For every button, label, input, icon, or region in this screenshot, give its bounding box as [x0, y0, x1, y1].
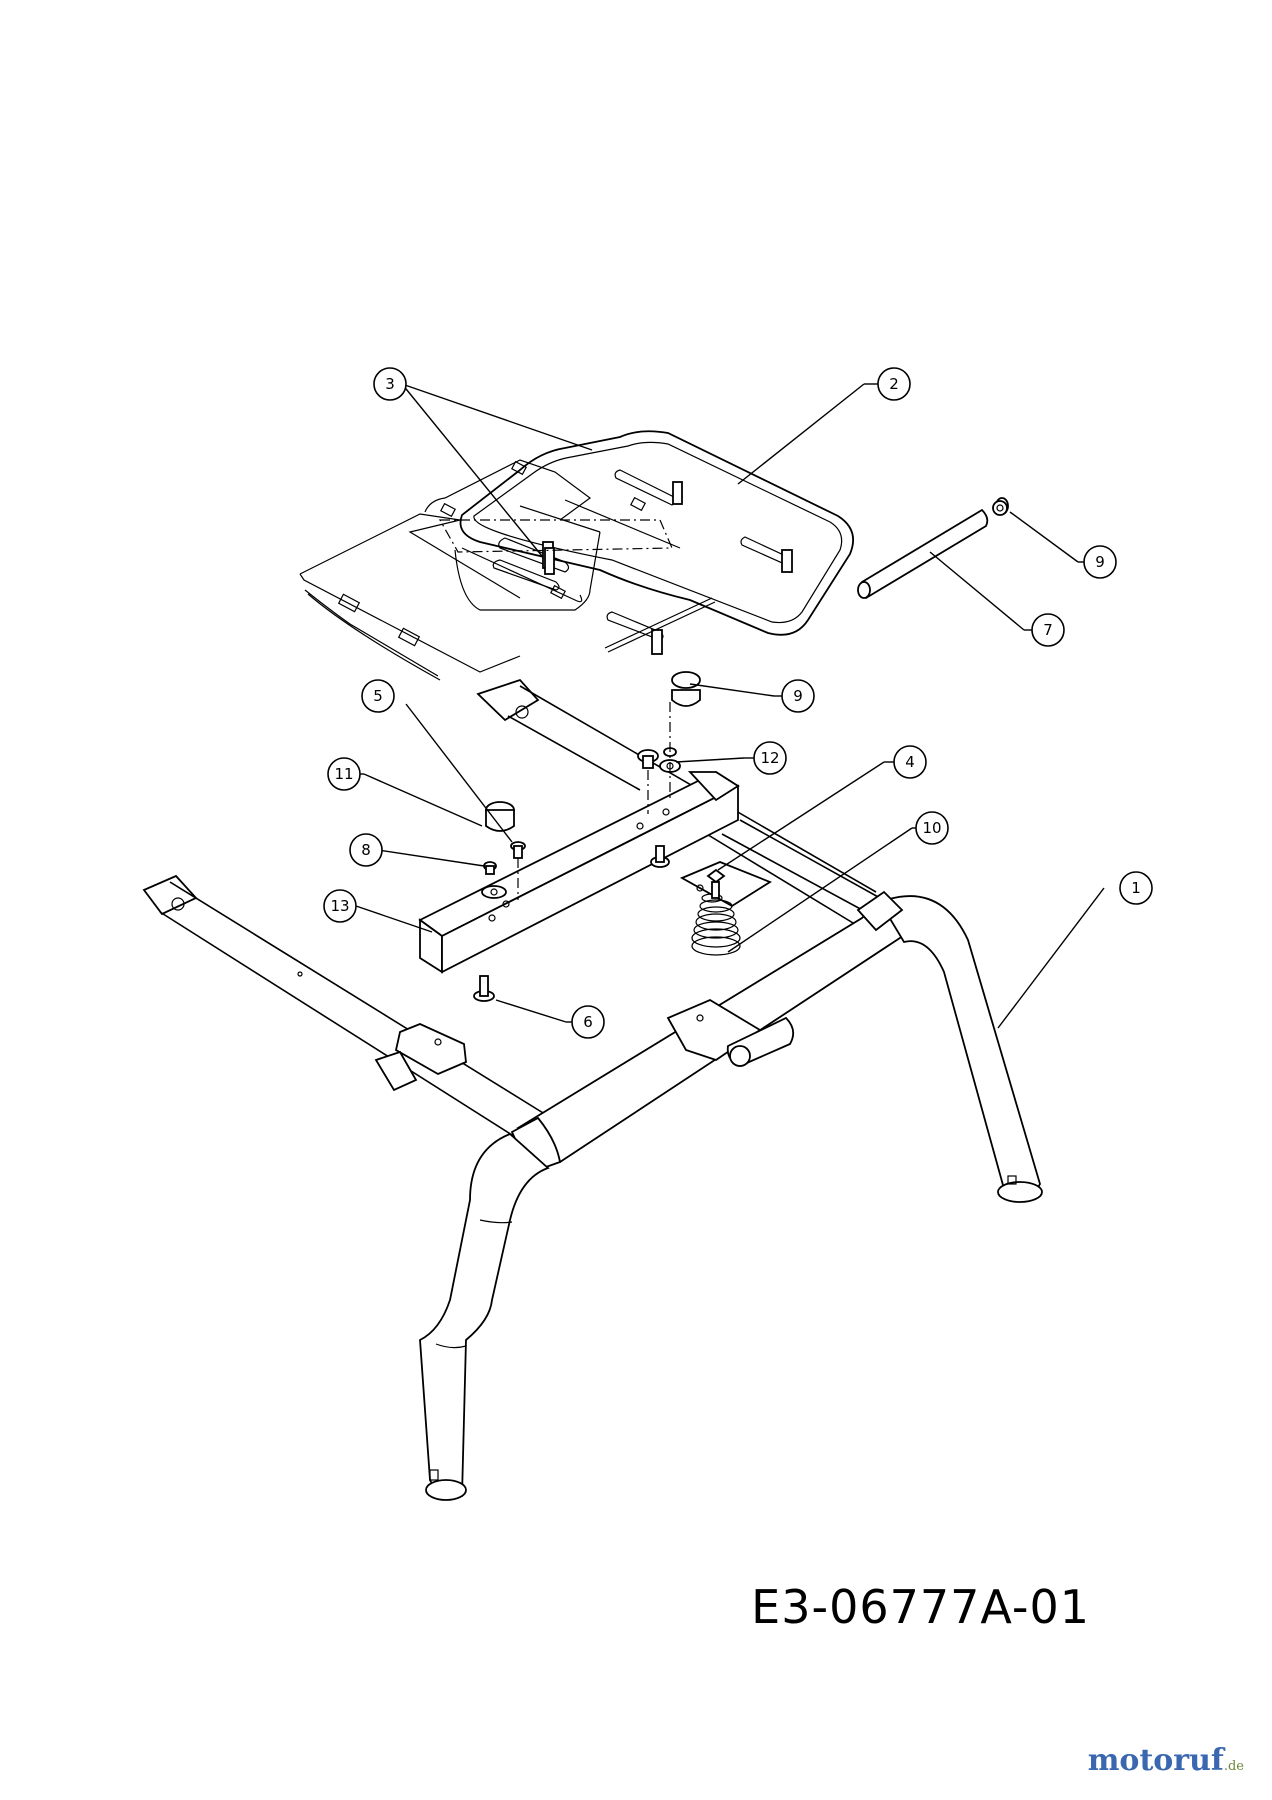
callout-3: 3 — [373, 367, 407, 401]
callout-4: 4 — [884, 745, 927, 779]
cross-channel — [418, 770, 740, 974]
callout-6: 6 — [566, 1005, 605, 1039]
callout-9-top-label: 9 — [1095, 553, 1105, 571]
callout-6-label: 6 — [583, 1013, 593, 1031]
leader-lines — [355, 383, 1105, 1029]
callout-11: 11 — [327, 757, 364, 791]
hardware — [473, 500, 1008, 1002]
callout-11-label: 11 — [334, 765, 353, 783]
callout-1-label: 1 — [1131, 879, 1141, 897]
callout-9-top: 9 — [1078, 545, 1117, 579]
seat-cushion-outline — [299, 459, 681, 681]
watermark-suffix: .de — [1223, 1759, 1244, 1774]
callout-12-label: 12 — [760, 749, 779, 767]
spring — [691, 893, 741, 956]
callout-12: 12 — [744, 741, 787, 775]
callout-3-label: 3 — [385, 375, 395, 393]
bumper — [671, 671, 701, 707]
callout-2: 2 — [864, 367, 911, 401]
callout-10: 10 — [912, 811, 949, 845]
callout-13: 13 — [323, 889, 357, 923]
watermark-main: motoruf — [1087, 1743, 1224, 1778]
watermark-logo: motoruf.de — [1088, 1743, 1244, 1778]
callout-5: 5 — [361, 679, 395, 713]
callout-5-label: 5 — [373, 687, 383, 705]
callout-8: 8 — [349, 833, 383, 867]
pivot-rod — [857, 497, 1009, 600]
callout-7: 7 — [1024, 613, 1065, 647]
callout-9-bottom: 9 — [774, 679, 815, 713]
main-frame — [142, 819, 1043, 1501]
callout-7-label: 7 — [1043, 621, 1053, 639]
callout-10-label: 10 — [922, 819, 941, 837]
callout-9-bottom-label: 9 — [793, 687, 803, 705]
callout-4-label: 4 — [905, 753, 915, 771]
callout-2-label: 2 — [889, 375, 899, 393]
callout-8-label: 8 — [361, 841, 371, 859]
drawing-code: E3-06777A-01 — [751, 1580, 1090, 1634]
callout-1: 1 — [1119, 871, 1153, 905]
callout-13-label: 13 — [330, 897, 349, 915]
seat-plate — [459, 430, 854, 655]
seat-rail-left — [476, 678, 877, 927]
